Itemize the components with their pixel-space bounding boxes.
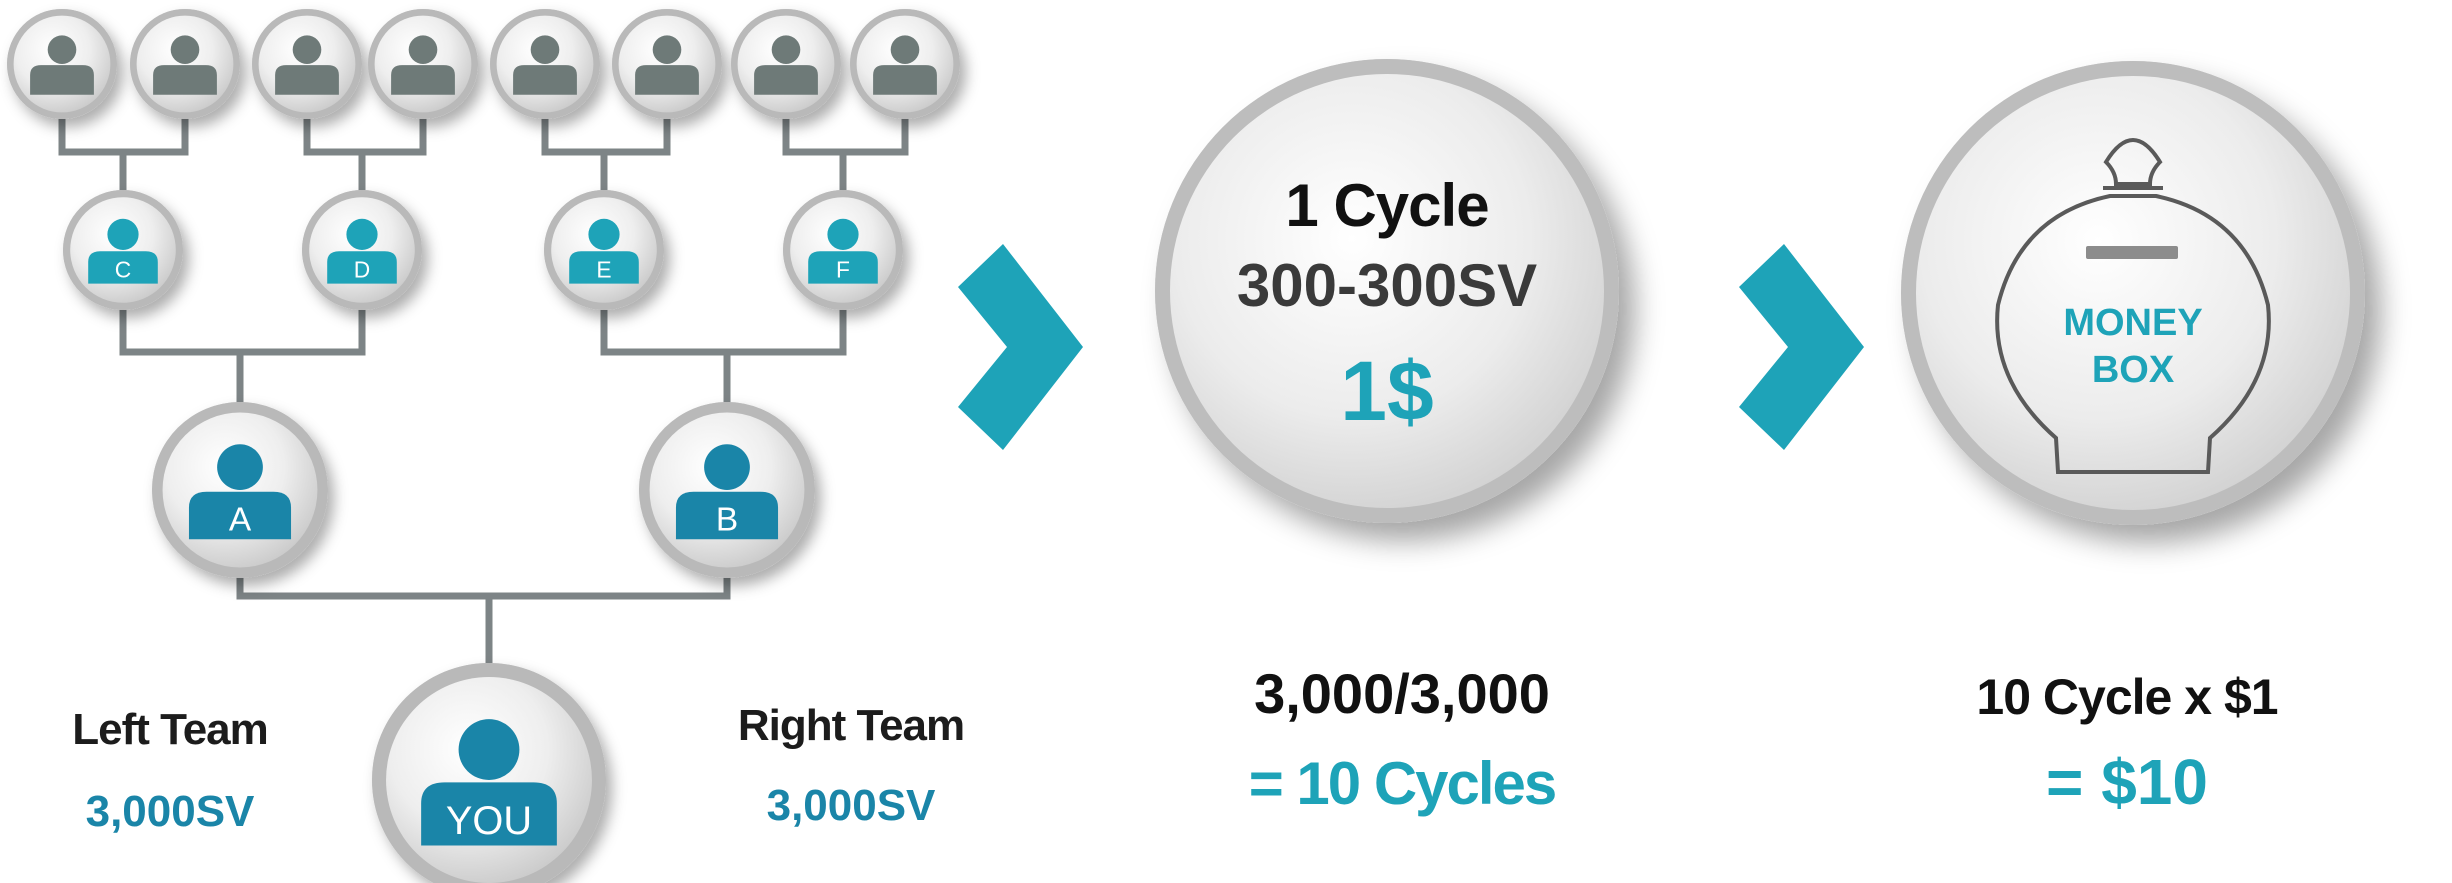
person-icon: [675, 444, 779, 540]
tree-node-c: C: [63, 190, 183, 310]
tree-node-f: F: [783, 190, 903, 310]
person-icon: [327, 218, 397, 284]
cycle-result-line2: = 10 Cycles: [1249, 750, 1556, 817]
cycle-result-line1: 3,000/3,000: [1254, 662, 1550, 725]
left-team-value: 3,000SV: [86, 787, 255, 836]
node-label: B: [716, 501, 738, 538]
cycle-disc: 1 Cycle 300-300SV 1$: [1155, 59, 1619, 523]
money-box-disc: MONEY BOX: [1901, 61, 2365, 525]
coin-slot: [2086, 246, 2178, 259]
tree-node-g6: [612, 9, 722, 119]
node-label: E: [596, 257, 611, 283]
tree-node-g3: [252, 9, 362, 119]
person-icon: [391, 35, 455, 95]
person-icon: [30, 35, 94, 95]
tree-node-g2: [130, 9, 240, 119]
person-icon: [188, 444, 292, 540]
person-icon: [754, 35, 818, 95]
person-icon: [873, 35, 937, 95]
chevron-right-icon: [958, 244, 1083, 450]
tree-node-g5: [490, 9, 600, 119]
tree-node-g7: [731, 9, 841, 119]
tree-node-you: YOU: [372, 663, 606, 883]
person-icon: [513, 35, 577, 95]
tree-nodes: C D E F A B YOU: [7, 9, 960, 883]
tree-node-g4: [368, 9, 478, 119]
person-icon: [808, 218, 878, 284]
cycle-title: 1 Cycle: [1285, 172, 1488, 239]
money-jar-icon: [1995, 138, 2271, 474]
left-team-label: Left Team: [72, 705, 268, 754]
tree-node-g8: [850, 9, 960, 119]
person-icon: [153, 35, 217, 95]
money-box-label-2: BOX: [2092, 349, 2175, 391]
person-icon: [275, 35, 339, 95]
chevron-right-icon: [1739, 244, 1864, 450]
person-icon: [569, 218, 639, 284]
node-label: YOU: [446, 799, 532, 843]
node-label: F: [836, 257, 850, 283]
right-team-label: Right Team: [738, 701, 964, 750]
tree-node-a: A: [152, 402, 328, 578]
tree-node-g1: [7, 9, 117, 119]
person-icon: [88, 218, 158, 284]
cycle-ratio: 300-300SV: [1237, 252, 1537, 319]
tree-node-e: E: [544, 190, 664, 310]
tree-node-b: B: [639, 402, 815, 578]
person-icon: [421, 719, 557, 846]
node-label: D: [354, 257, 370, 283]
node-label: C: [115, 257, 131, 283]
node-label: A: [229, 501, 252, 538]
person-icon: [635, 35, 699, 95]
tree-node-d: D: [302, 190, 422, 310]
right-team-value: 3,000SV: [767, 781, 936, 830]
money-result-line2: = $10: [2046, 746, 2208, 818]
money-result-line1: 10 Cycle x $1: [1976, 669, 2277, 725]
cycle-payout: 1$: [1340, 344, 1433, 438]
money-box-label-1: MONEY: [2063, 302, 2202, 344]
